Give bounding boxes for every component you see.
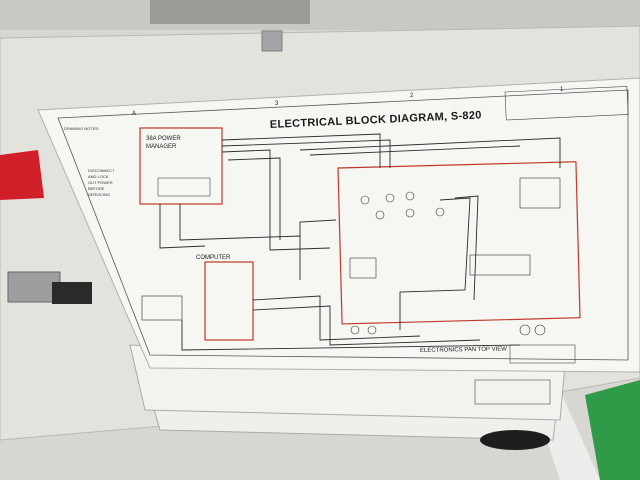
power-manager-label-2: MANAGER	[146, 144, 177, 150]
touch-monitor-box	[141, 295, 183, 321]
machine-top	[150, 0, 310, 24]
electronics-pan-box	[337, 161, 581, 325]
floor-caster	[480, 430, 550, 450]
title-block	[509, 344, 576, 364]
svg-text:SERVICING: SERVICING	[88, 192, 110, 197]
door-fastener	[261, 30, 283, 52]
zone-letter: A	[132, 111, 136, 117]
computer-box	[204, 261, 254, 341]
warning-tag	[0, 150, 44, 200]
power-module	[157, 177, 211, 197]
door-hinge	[7, 271, 61, 303]
power-manager-box	[139, 127, 223, 205]
back-wall	[0, 0, 640, 30]
title-block-back	[474, 379, 551, 405]
component-cluster	[349, 177, 561, 336]
power-manager-label-1: 38A POWER	[146, 136, 181, 142]
side-notes: DISCONNECT AND LOCK OUT POWER BEFORE SER…	[88, 168, 115, 197]
zone-number-1: 1	[560, 87, 564, 93]
latch-knob	[52, 282, 92, 304]
zone-number-3: 3	[275, 101, 279, 107]
svg-text:OUT POWER: OUT POWER	[88, 180, 113, 185]
computer-label: COMPUTER	[196, 255, 231, 261]
svg-text:BEFORE: BEFORE	[88, 186, 105, 191]
wiring-bundle	[159, 133, 561, 351]
revision-block	[504, 86, 629, 121]
sheet-border	[57, 89, 629, 361]
notes-heading: DRAWING NOTES:	[64, 126, 99, 131]
footer-label: ELECTRONICS PAN TOP VIEW	[420, 346, 507, 354]
zone-number-2: 2	[410, 93, 414, 99]
circuit-board	[585, 380, 640, 480]
svg-text:DISCONNECT: DISCONNECT	[88, 168, 115, 173]
svg-text:AND LOCK: AND LOCK	[88, 174, 109, 179]
